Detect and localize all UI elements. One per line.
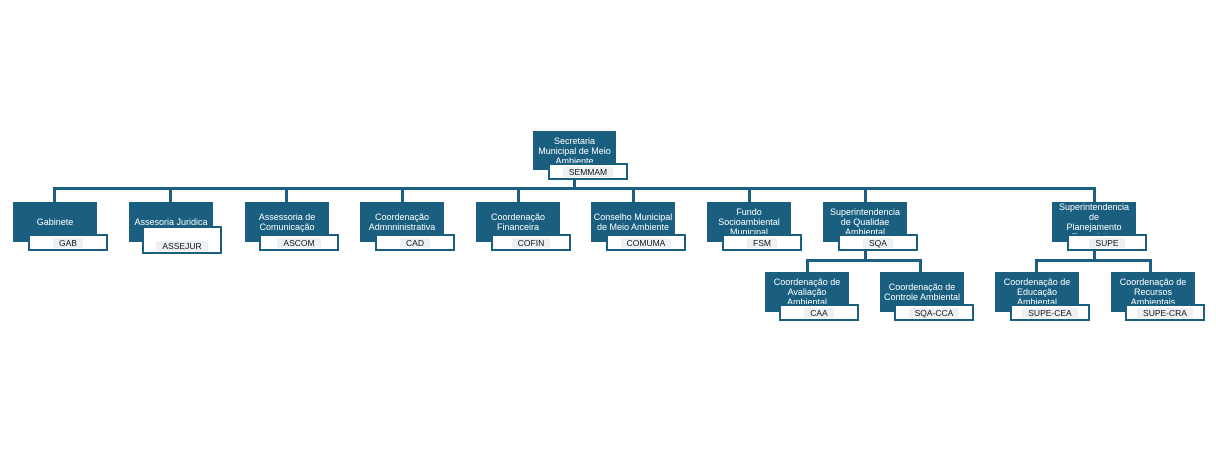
node-cofin-code: COFIN: [491, 234, 571, 251]
connector-sqa: [864, 187, 867, 202]
connector-cofin: [517, 187, 520, 202]
node-caa-code-text: CAA: [804, 307, 834, 318]
node-sqa-cca-code-text: SQA-CCA: [908, 307, 960, 318]
node-assejur-code: ASSEJUR: [142, 226, 222, 254]
node-fsm-code-text: FSM: [747, 237, 777, 248]
connector-caa: [806, 259, 809, 272]
connector-fsm: [748, 187, 751, 202]
node-sqa-code: SQA: [838, 234, 918, 251]
connector-cad: [401, 187, 404, 202]
node-sqa-code-text: SQA: [863, 237, 893, 248]
connector-sqa-horizontal: [806, 259, 922, 262]
node-cad-code-text: CAD: [400, 237, 430, 248]
node-supe-cea-code-text: SUPE-CEA: [1022, 307, 1078, 318]
node-gab-code: GAB: [28, 234, 108, 251]
node-ascom-code-text: ASCOM: [277, 237, 321, 248]
node-assejur-code-text: ASSEJUR: [156, 241, 208, 251]
node-comuma-code: COMUMA: [606, 234, 686, 251]
connector-sqa-down: [864, 249, 867, 261]
node-supe-cra-code: SUPE-CRA: [1125, 304, 1205, 321]
connector-supe-cra: [1149, 259, 1152, 272]
node-supe-code: SUPE: [1067, 234, 1147, 251]
connector-comuma: [632, 187, 635, 202]
node-gab-code-text: GAB: [53, 237, 83, 248]
node-cad-code: CAD: [375, 234, 455, 251]
connector-sqa-cca: [919, 259, 922, 272]
node-sqa-cca-code: SQA-CCA: [894, 304, 974, 321]
node-supe-cea-code: SUPE-CEA: [1010, 304, 1090, 321]
connector-main-horizontal: [53, 187, 1096, 190]
node-ascom-code: ASCOM: [259, 234, 339, 251]
connector-root-down: [573, 179, 576, 188]
node-supe-cra-code-text: SUPE-CRA: [1137, 307, 1193, 318]
node-semmam-code: SEMMAM: [548, 163, 628, 180]
node-comuma-code-text: COMUMA: [620, 237, 672, 248]
node-fsm-code: FSM: [722, 234, 802, 251]
connector-assejur: [169, 187, 172, 202]
connector-supe: [1093, 187, 1096, 202]
node-cofin-code-text: COFIN: [511, 237, 551, 248]
node-caa-code: CAA: [779, 304, 859, 321]
connector-supe-cea: [1035, 259, 1038, 272]
connector-supe-horizontal: [1035, 259, 1152, 262]
node-semmam-code-text: SEMMAM: [562, 166, 614, 177]
node-supe-code-text: SUPE: [1089, 237, 1125, 248]
connector-ascom: [285, 187, 288, 202]
connector-supe-down: [1093, 249, 1096, 261]
connector-gab: [53, 187, 56, 202]
